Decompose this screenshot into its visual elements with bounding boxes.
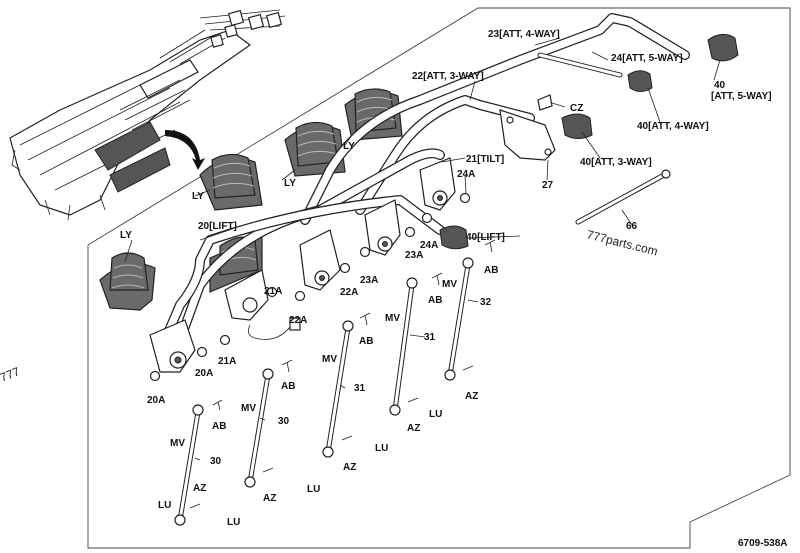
label-23a-1: 23A bbox=[405, 250, 423, 261]
link-rod-30-a bbox=[174, 404, 204, 526]
diagram-code: 6709-538A bbox=[738, 538, 787, 549]
part-labels: 23[ATT, 4-WAY] 24[ATT, 5-WAY] 40 [ATT, 5… bbox=[120, 29, 772, 528]
label-ab-3: AB bbox=[359, 336, 373, 347]
lever-23-att-4way bbox=[300, 13, 690, 225]
label-mv-3: MV bbox=[322, 354, 337, 365]
pivot-bracket-d bbox=[364, 199, 401, 256]
watermark-text: 777parts.com bbox=[585, 227, 659, 258]
label-lu-4: LU bbox=[227, 517, 240, 528]
label-22: 22[ATT, 3-WAY] bbox=[412, 71, 484, 82]
label-az-1: AZ bbox=[465, 391, 478, 402]
lever-20-lift bbox=[160, 195, 445, 345]
link-rod-32 bbox=[444, 257, 474, 381]
valve-bank-inset bbox=[9, 9, 286, 221]
label-ly-3: LY bbox=[192, 191, 204, 202]
label-lu-2: LU bbox=[375, 443, 388, 454]
knob-40-att-4way bbox=[627, 70, 653, 92]
label-ly-2: LY bbox=[284, 178, 296, 189]
label-mv-4: MV bbox=[241, 403, 256, 414]
shaft-66 bbox=[575, 169, 671, 225]
label-ly-1: LY bbox=[343, 141, 355, 152]
label-21-tilt: 21[TILT] bbox=[466, 154, 504, 165]
lever-boot-3 bbox=[199, 153, 263, 211]
label-az-2: AZ bbox=[407, 423, 420, 434]
label-mv-2: MV bbox=[385, 313, 400, 324]
label-mv-1: MV bbox=[442, 279, 457, 290]
knob-40-att-3way bbox=[561, 113, 593, 139]
label-40-att-3way: 40[ATT, 3-WAY] bbox=[580, 157, 652, 168]
label-az-3: AZ bbox=[343, 462, 356, 473]
leader-lines bbox=[124, 37, 721, 461]
bushings bbox=[149, 192, 471, 382]
label-40-att-4way: 40[ATT, 4-WAY] bbox=[637, 121, 709, 132]
bolts-ab-az bbox=[189, 239, 496, 509]
label-23: 23[ATT, 4-WAY] bbox=[488, 29, 560, 40]
bracket-27 bbox=[499, 109, 556, 161]
label-22a-2: 22A bbox=[289, 315, 307, 326]
label-24a-1: 24A bbox=[457, 169, 475, 180]
label-32: 32 bbox=[480, 297, 492, 308]
label-ab-5: AB bbox=[212, 421, 226, 432]
pivot-bracket-c bbox=[299, 229, 341, 291]
label-30-2: 30 bbox=[210, 456, 222, 467]
label-31-2: 31 bbox=[354, 383, 366, 394]
label-lu-1: LU bbox=[429, 409, 442, 420]
label-40-num: 40 bbox=[714, 80, 726, 91]
label-66: 66 bbox=[626, 221, 638, 232]
label-27: 27 bbox=[542, 180, 554, 191]
label-lu-3: LU bbox=[307, 484, 320, 495]
bolt-cz bbox=[537, 94, 553, 111]
detail-frame bbox=[87, 7, 791, 549]
label-lu-5: LU bbox=[158, 500, 171, 511]
label-24a-2: 24A bbox=[420, 240, 438, 251]
label-21a-1: 21A bbox=[264, 286, 282, 297]
label-20a-2: 20A bbox=[147, 395, 165, 406]
label-40-lift: 40[LIFT] bbox=[466, 232, 505, 243]
label-cz: CZ bbox=[570, 103, 583, 114]
label-az-4: AZ bbox=[263, 493, 276, 504]
label-ly-4: LY bbox=[120, 230, 132, 241]
label-24: 24[ATT, 5-WAY] bbox=[611, 53, 683, 64]
watermark-edge-text: 777 bbox=[0, 364, 22, 385]
label-20-lift: 20[LIFT] bbox=[198, 221, 237, 232]
link-rod-31-a bbox=[322, 320, 354, 458]
wire-harness bbox=[247, 317, 301, 340]
label-mv-5: MV bbox=[170, 438, 185, 449]
label-ab-2: AB bbox=[428, 295, 442, 306]
label-30-1: 30 bbox=[278, 416, 290, 427]
label-20a-1: 20A bbox=[195, 368, 213, 379]
label-ab-1: AB bbox=[484, 265, 498, 276]
knob-40-lift bbox=[439, 225, 469, 250]
knob-40-att-5way bbox=[707, 34, 739, 62]
link-rod-30-b bbox=[244, 368, 274, 488]
indicator-arrow-icon bbox=[165, 130, 205, 170]
lever-24-att-5way bbox=[537, 52, 623, 78]
link-rod-31-b bbox=[389, 277, 418, 416]
pivot-bracket-e bbox=[419, 157, 456, 211]
lever-boot-1 bbox=[99, 252, 156, 311]
label-40-att-5way: [ATT, 5-WAY] bbox=[711, 91, 772, 102]
lever-22-att-3way bbox=[355, 95, 535, 215]
label-22a-1: 22A bbox=[340, 287, 358, 298]
label-21a-2: 21A bbox=[218, 356, 236, 367]
label-23a-2: 23A bbox=[360, 275, 378, 286]
pivot-bracket-a bbox=[149, 319, 196, 373]
pivot-bracket-b bbox=[224, 269, 269, 321]
label-31-1: 31 bbox=[424, 332, 436, 343]
label-ab-4: AB bbox=[281, 381, 295, 392]
label-az-5: AZ bbox=[193, 483, 206, 494]
